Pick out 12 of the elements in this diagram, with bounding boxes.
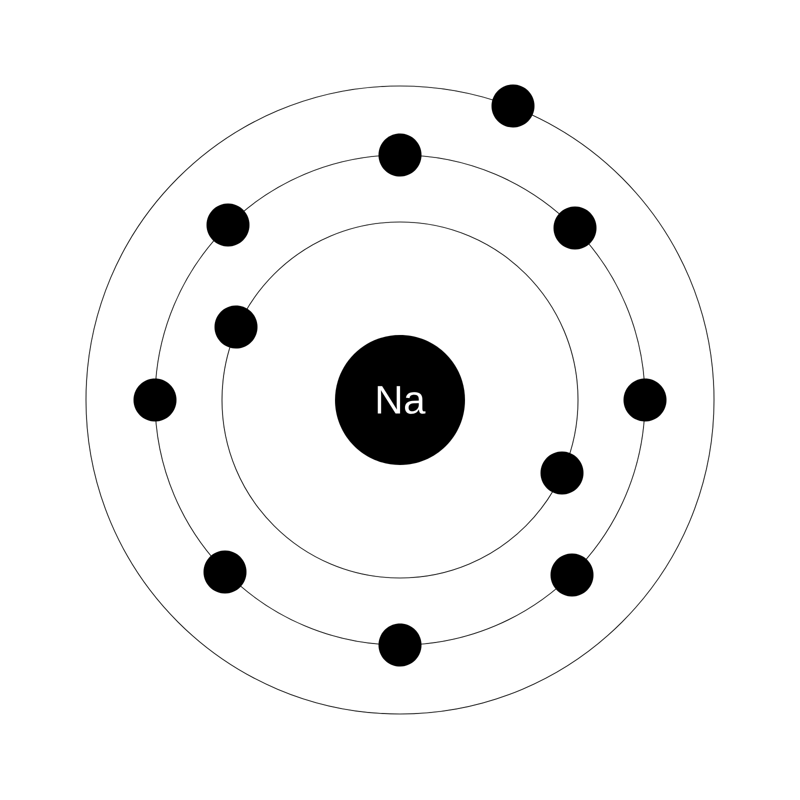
electron <box>206 204 250 246</box>
electron <box>540 452 584 494</box>
electron <box>624 378 666 422</box>
nucleus: Na <box>335 335 465 465</box>
electron <box>214 306 258 348</box>
electron <box>378 624 422 666</box>
electron <box>554 206 596 250</box>
electron <box>492 84 534 128</box>
electron <box>204 550 246 594</box>
electron <box>550 554 594 596</box>
electron <box>378 134 422 176</box>
electron <box>134 378 176 422</box>
